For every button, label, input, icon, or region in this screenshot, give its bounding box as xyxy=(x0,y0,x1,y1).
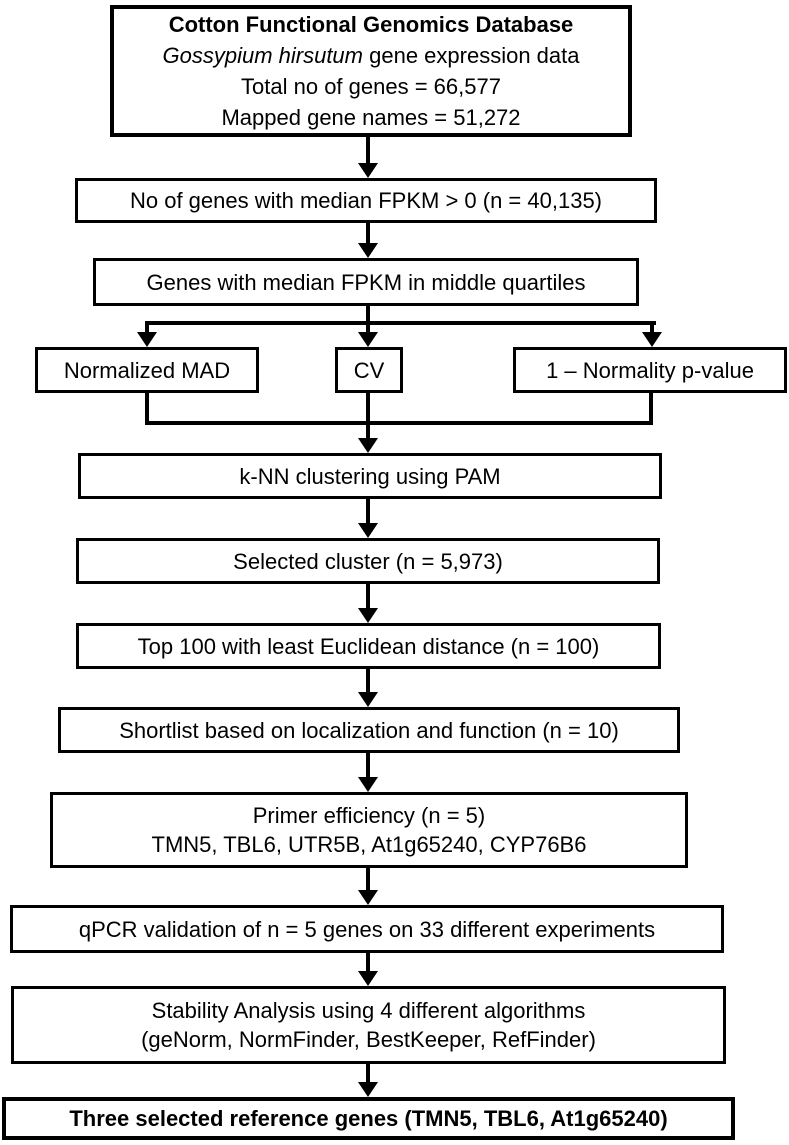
middle-quartiles-label: Genes with median FPKM in middle quartil… xyxy=(146,269,586,295)
normalized-mad-label: Normalized MAD xyxy=(63,357,231,383)
stability-analysis-label: Stability Analysis using 4 different alg… xyxy=(151,998,586,1023)
down-arrow-icon xyxy=(358,669,378,707)
node-qpcr-validation: qPCR validation of n = 5 genes on 33 dif… xyxy=(10,905,724,953)
split-horizontal-line xyxy=(145,321,656,325)
qpcr-validation-label: qPCR validation of n = 5 genes on 33 dif… xyxy=(78,916,656,942)
mapped-genes-line: Mapped gene names = 51,272 xyxy=(221,105,521,130)
primer-efficiency-label: Primer efficiency (n = 5) xyxy=(252,803,486,828)
down-arrow-icon xyxy=(358,1064,378,1097)
selected-cluster-label: Selected cluster (n = 5,973) xyxy=(233,548,503,574)
top100-label: Top 100 with least Euclidean distance (n… xyxy=(137,633,600,659)
node-selected-cluster: Selected cluster (n = 5,973) xyxy=(76,538,660,584)
knn-clustering-label: k-NN clustering using PAM xyxy=(239,463,501,489)
total-genes-line: Total no of genes = 66,577 xyxy=(241,74,501,99)
down-arrow-icon xyxy=(358,499,378,538)
down-arrow-icon xyxy=(358,137,378,178)
species-line-rest: gene expression data xyxy=(363,43,580,68)
down-arrow-icon xyxy=(358,223,378,258)
node-normalized-mad: Normalized MAD xyxy=(35,347,259,393)
down-arrow-icon xyxy=(358,393,378,453)
down-arrow-icon xyxy=(358,584,378,623)
stability-algorithms-list: (geNorm, NormFinder, BestKeeper, RefFind… xyxy=(141,1027,596,1052)
cv-label: CV xyxy=(353,357,385,383)
down-arrow-icon xyxy=(642,324,662,347)
down-arrow-icon xyxy=(137,324,157,347)
node-stability-analysis: Stability Analysis using 4 different alg… xyxy=(11,986,726,1064)
merge-right-vertical-line xyxy=(649,392,653,425)
merge-horizontal-line xyxy=(145,421,653,425)
shortlist-label: Shortlist based on localization and func… xyxy=(119,717,619,743)
node-primer-efficiency: Primer efficiency (n = 5) TMN5, TBL6, UT… xyxy=(50,792,688,868)
down-arrow-icon xyxy=(358,753,378,792)
node-top100: Top 100 with least Euclidean distance (n… xyxy=(76,623,661,669)
database-title-line: Cotton Functional Genomics Database xyxy=(168,12,574,37)
node-cv: CV xyxy=(335,347,403,393)
down-arrow-icon xyxy=(358,868,378,905)
node-middle-quartiles: Genes with median FPKM in middle quartil… xyxy=(93,258,639,306)
node-knn-clustering: k-NN clustering using PAM xyxy=(78,453,662,499)
species-line: Gossypium hirsutum gene expression data xyxy=(162,40,579,71)
node-final-reference-genes: Three selected reference genes (TMN5, TB… xyxy=(2,1097,735,1140)
node-database-title: Cotton Functional Genomics Database Goss… xyxy=(110,5,632,137)
final-reference-genes-label: Three selected reference genes (TMN5, TB… xyxy=(69,1106,668,1131)
node-fpkm-filter: No of genes with median FPKM > 0 (n = 40… xyxy=(75,178,657,223)
node-normality-pvalue: 1 – Normality p-value xyxy=(513,347,787,393)
species-name: Gossypium hirsutum xyxy=(162,43,363,68)
merge-left-vertical-line xyxy=(145,392,149,425)
node-shortlist: Shortlist based on localization and func… xyxy=(58,707,680,753)
normality-pvalue-label: 1 – Normality p-value xyxy=(546,357,754,383)
down-arrow-icon xyxy=(358,953,378,986)
down-arrow-icon xyxy=(358,324,378,347)
primer-gene-list: TMN5, TBL6, UTR5B, At1g65240, CYP76B6 xyxy=(151,832,587,857)
fpkm-filter-label: No of genes with median FPKM > 0 (n = 40… xyxy=(129,188,603,213)
split-vertical-line xyxy=(366,304,370,323)
